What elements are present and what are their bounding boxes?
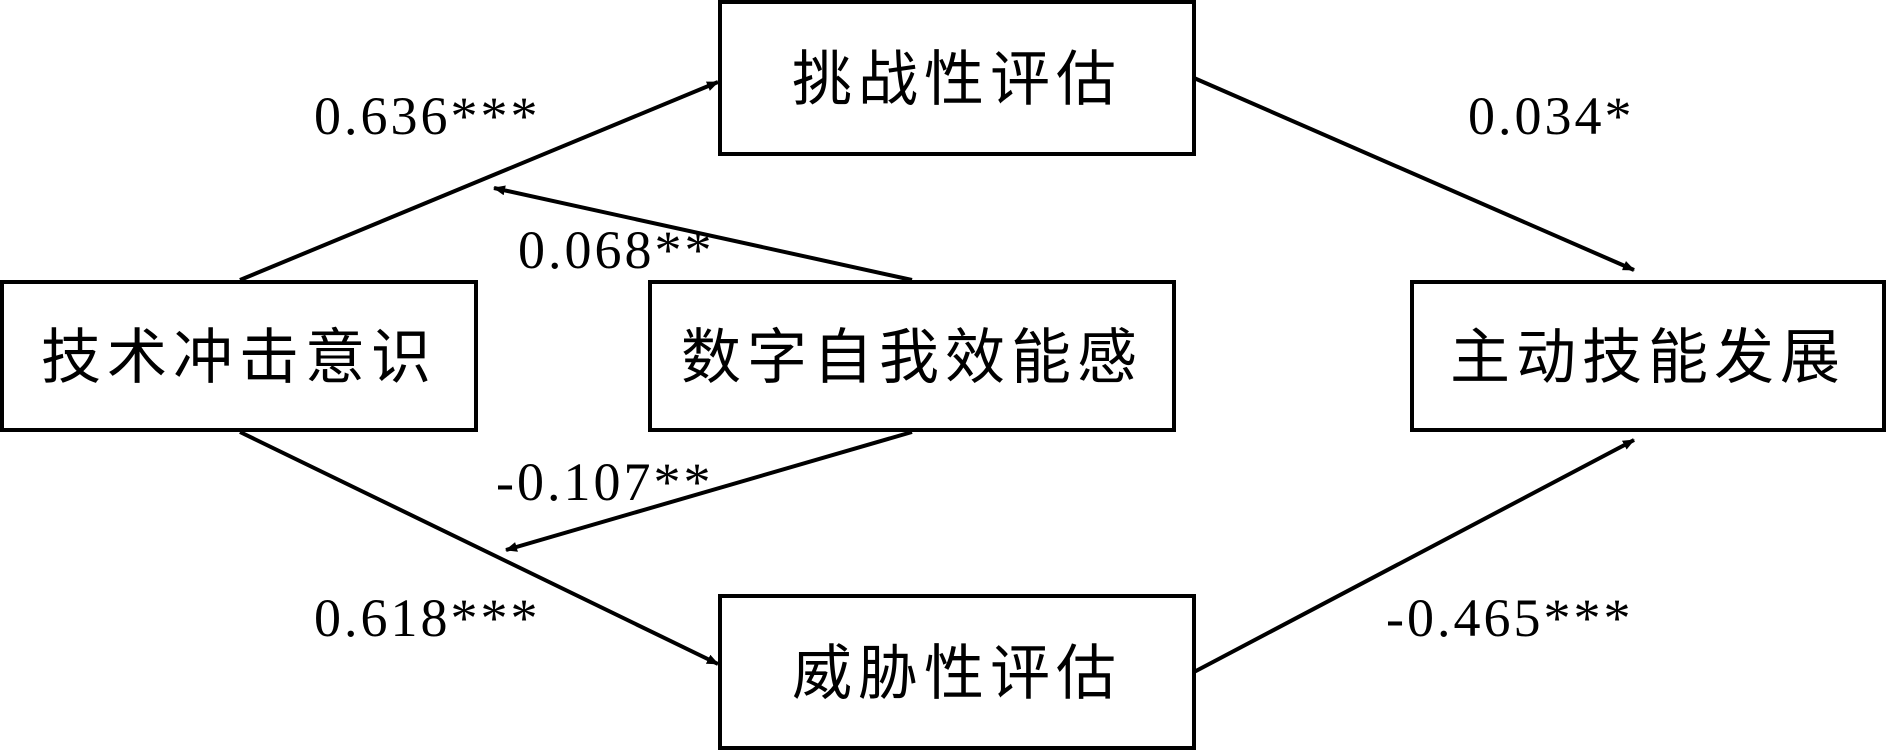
arrow-efficacy-to-threat-path [505, 430, 913, 552]
node-tech-shock: 技术冲击意识 [0, 280, 478, 432]
arrow-tech-to-threat [239, 430, 719, 666]
arrow-tech-to-challenge [239, 80, 719, 282]
node-threat: 威胁性评估 [718, 594, 1196, 750]
arrow-efficacy-to-challenge-path [493, 185, 913, 282]
coef-challenge-to-skill: 0.034* [1468, 86, 1635, 146]
node-challenge-label: 挑战性评估 [792, 45, 1122, 115]
coef-tech-to-challenge: 0.636*** [314, 86, 541, 146]
node-tech-shock-label: 技术冲击意识 [41, 323, 437, 393]
node-challenge: 挑战性评估 [718, 0, 1196, 156]
arrow-threat-to-skill [1193, 438, 1635, 674]
node-skill-dev: 主动技能发展 [1410, 280, 1886, 432]
node-skill-dev-label: 主动技能发展 [1450, 323, 1846, 393]
node-self-efficacy-label: 数字自我效能感 [681, 323, 1143, 393]
coef-tech-to-threat: 0.618*** [314, 588, 541, 648]
arrow-challenge-to-skill [1193, 76, 1635, 272]
coef-threat-to-skill: -0.465*** [1386, 588, 1633, 648]
node-threat-label: 威胁性评估 [792, 639, 1122, 709]
coef-efficacy-to-challenge-path: 0.068** [518, 220, 715, 280]
node-self-efficacy: 数字自我效能感 [648, 280, 1176, 432]
coef-efficacy-to-threat-path: -0.107** [496, 452, 713, 512]
